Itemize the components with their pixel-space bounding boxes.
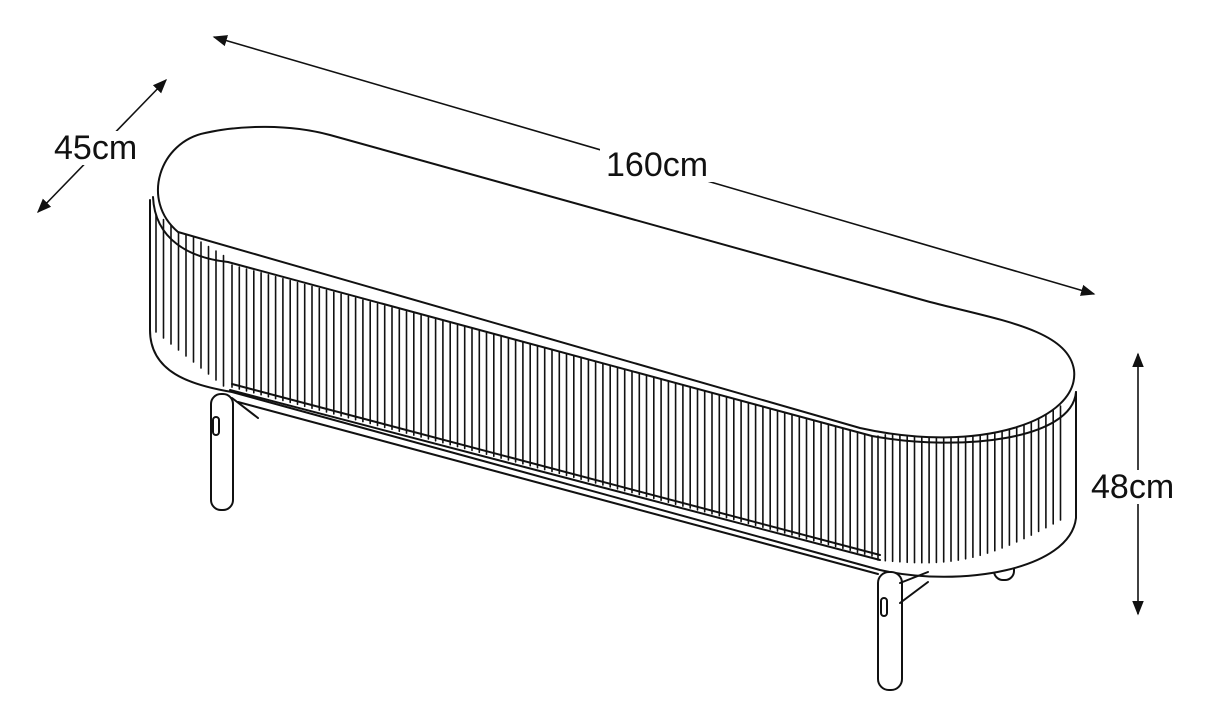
depth-label: 45cm — [54, 129, 138, 167]
front-leg-right — [877, 571, 929, 691]
bench-plinth — [229, 383, 881, 575]
bench-top-edge — [152, 196, 1077, 444]
height-label: 48cm — [1091, 468, 1175, 506]
length-label: 160cm — [600, 148, 715, 182]
back-leg-left — [210, 393, 259, 511]
fluted-panel — [155, 214, 1062, 564]
